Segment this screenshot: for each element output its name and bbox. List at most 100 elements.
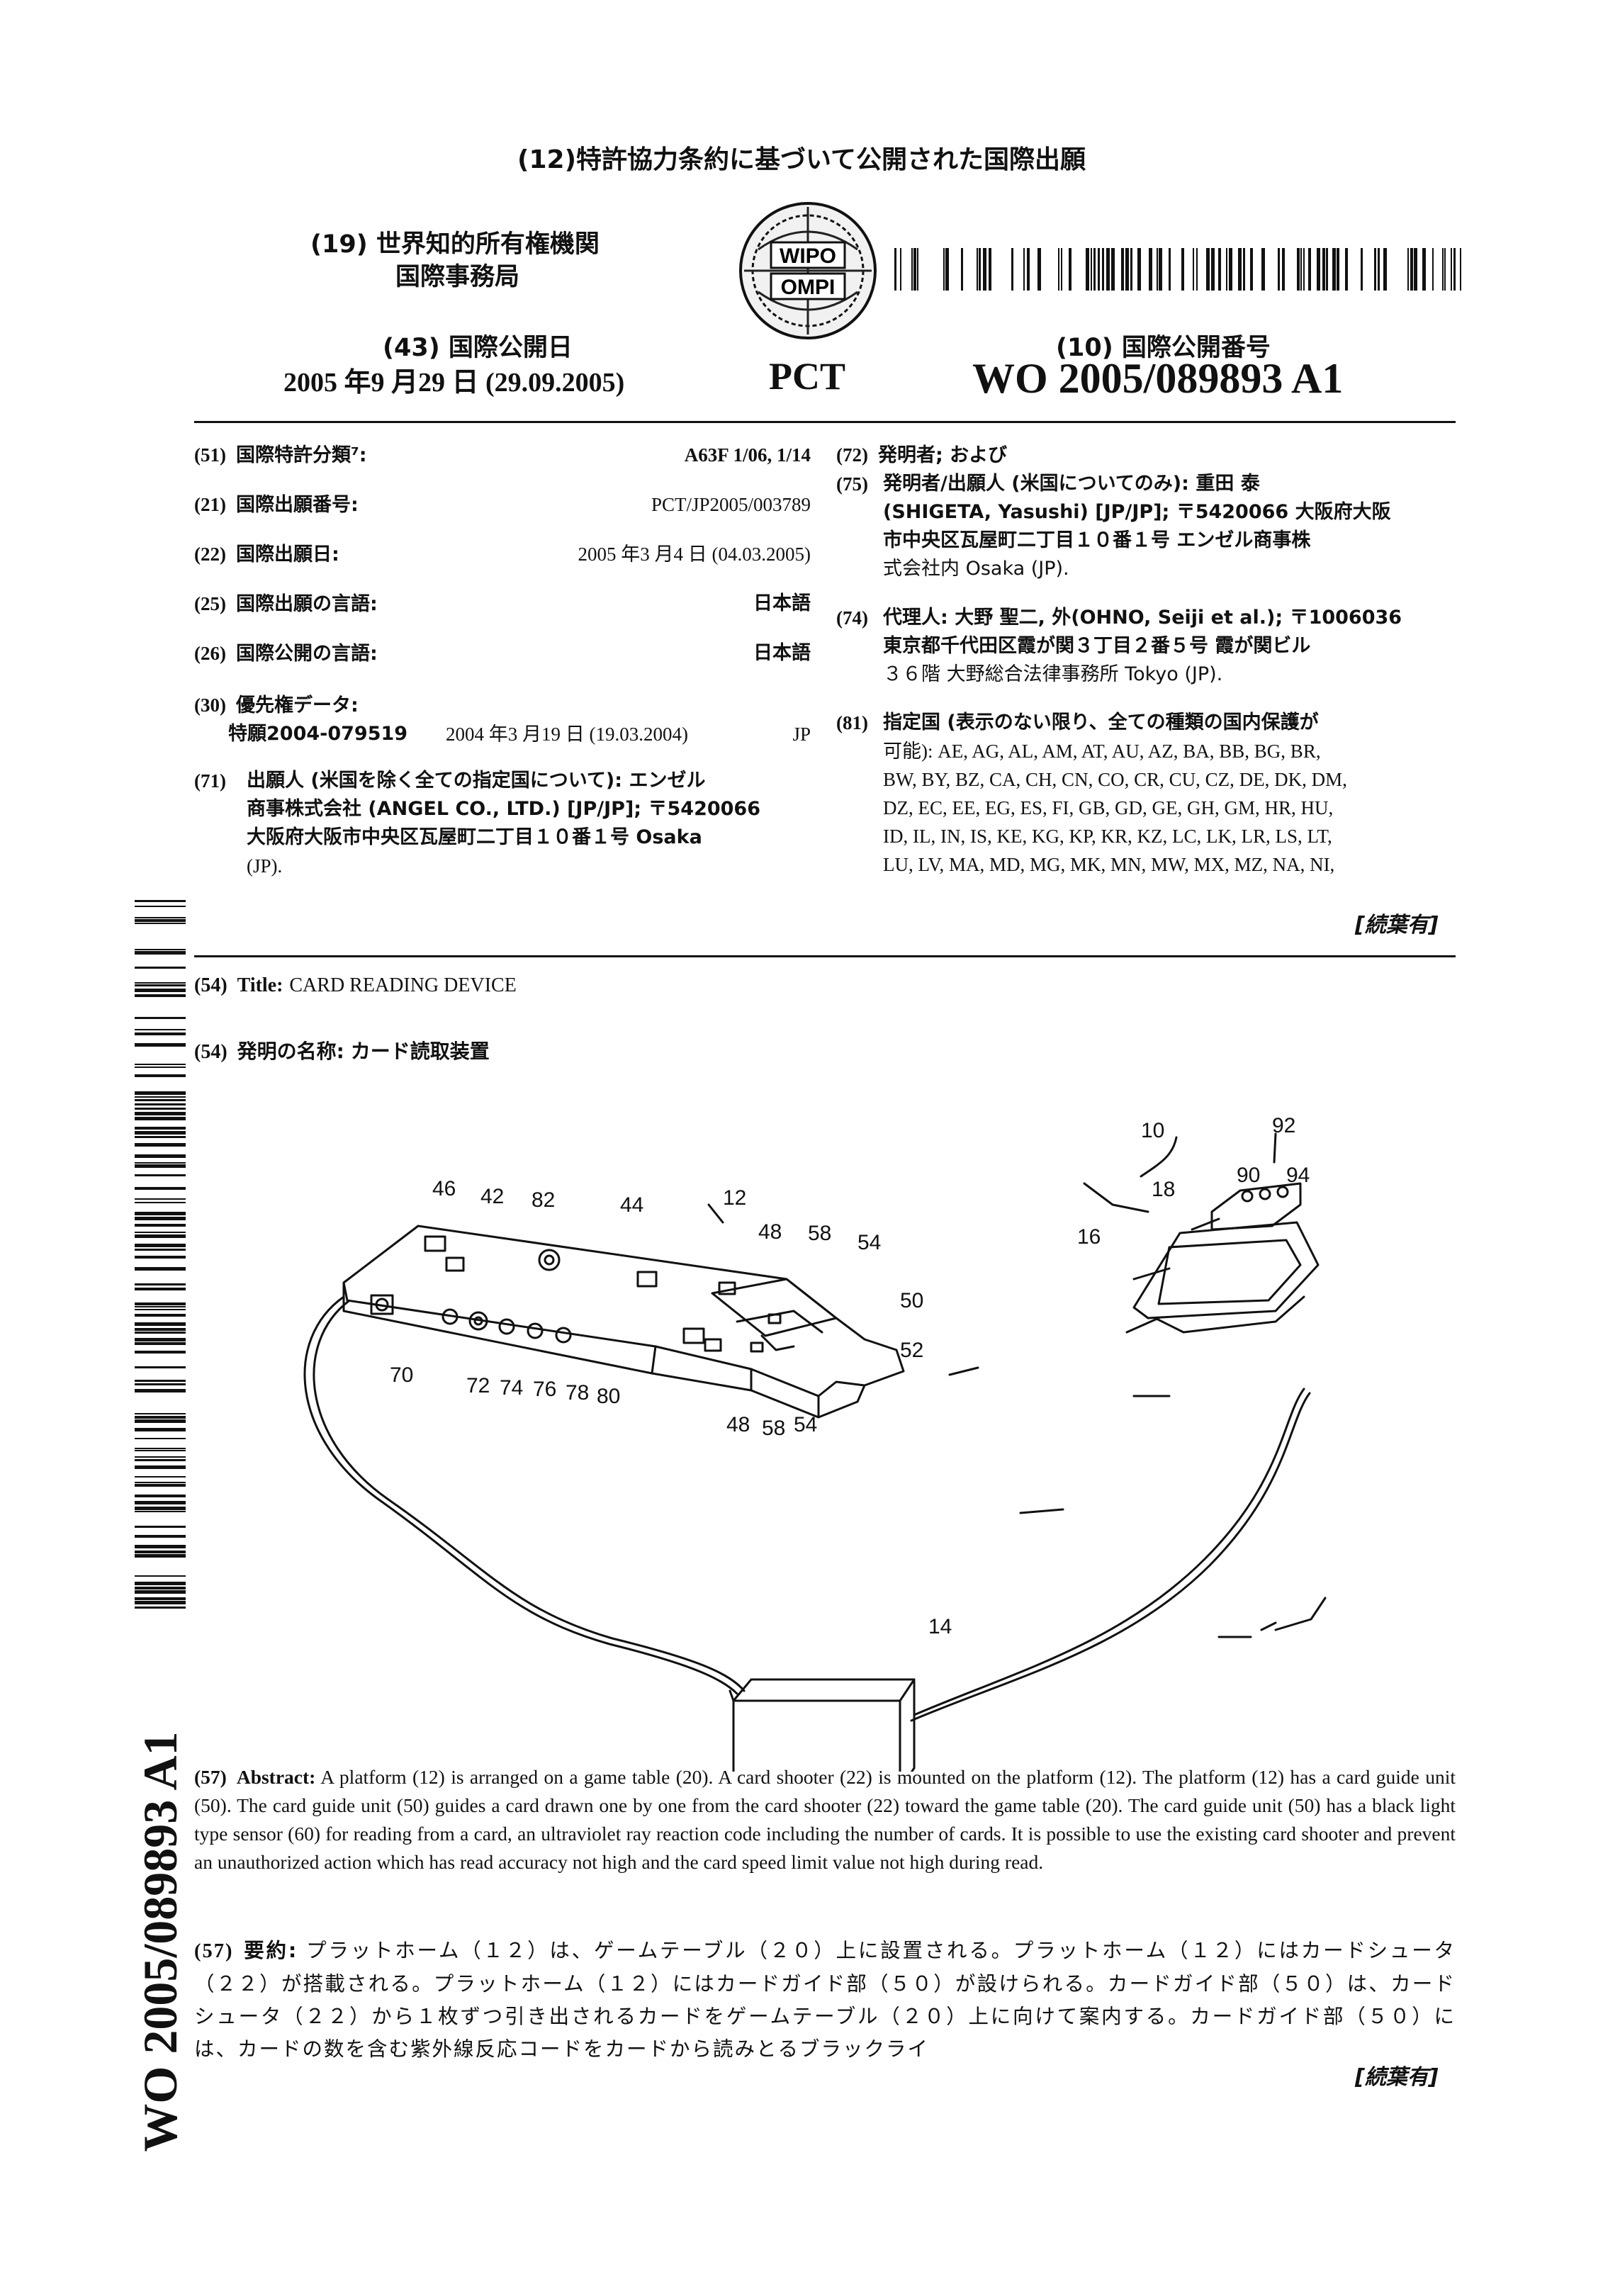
barcode-bar	[1130, 248, 1132, 291]
barcode-bar	[135, 984, 186, 986]
field-label: 国際公開の言語:	[235, 643, 378, 665]
fig-label-46: 46	[432, 1177, 456, 1200]
barcode-bar	[1098, 248, 1100, 291]
barcode-bar	[135, 1202, 186, 1203]
barcode-bar	[135, 1590, 186, 1594]
barcode-bar	[1460, 248, 1461, 291]
barcode-bar	[135, 967, 186, 969]
barcode-bar	[1322, 248, 1325, 291]
title-text: CARD READING DEVICE	[289, 974, 517, 996]
barcode-bar	[135, 1127, 186, 1130]
barcode-bar	[135, 1099, 186, 1101]
barcode-bar	[135, 1154, 186, 1158]
title-label: Title:	[237, 974, 283, 996]
fig-label-52: 52	[900, 1339, 923, 1362]
field-51: (51)国際特許分類⁷: A63F 1/06, 1/14	[194, 441, 811, 470]
barcode-bar	[1111, 248, 1115, 291]
fig-label-90: 90	[1237, 1164, 1260, 1187]
barcode-bar	[135, 1244, 186, 1247]
barcode-bar	[943, 248, 945, 291]
barcode-bar	[135, 1029, 186, 1030]
field-code: (30)	[194, 694, 226, 716]
barcode-bar	[1453, 248, 1456, 291]
barcode-bar	[1093, 248, 1096, 291]
barcode-bar	[1149, 248, 1152, 291]
barcode-bar	[135, 1438, 186, 1439]
field-26: (26)国際公開の言語: 日本語	[194, 639, 811, 668]
barcode-bar	[1422, 248, 1426, 291]
barcode-bar	[135, 1249, 186, 1251]
barcode-bar	[135, 1419, 186, 1423]
barcode-bar	[135, 919, 186, 922]
barcode-bar	[135, 1136, 186, 1138]
barcode-bar	[135, 989, 186, 992]
barcode-bar	[1157, 248, 1158, 291]
barcode-bar	[135, 1342, 186, 1345]
barcode-bar	[1106, 248, 1110, 291]
barcode-bar	[135, 1482, 186, 1483]
fig-label-18: 18	[1152, 1178, 1175, 1201]
cable-right	[913, 1388, 1305, 1716]
field-code: (72)	[836, 444, 868, 466]
barcode-bar	[1378, 248, 1380, 291]
field-code: (25)	[194, 593, 226, 614]
field-code: (54)	[194, 1041, 227, 1063]
barcode-bar	[135, 1554, 186, 1558]
pub-date-value: 2005 年9 月29 日 (29.09.2005)	[283, 368, 625, 398]
field-code: (57)	[194, 1766, 227, 1788]
barcode-bar	[1444, 248, 1446, 291]
barcode-bar	[135, 1332, 186, 1334]
barcode-bar	[1250, 248, 1253, 291]
barcode-bar	[135, 1582, 186, 1585]
fig-label-76: 76	[533, 1378, 556, 1401]
fig-label-92: 92	[1272, 1114, 1295, 1137]
barcode-bar	[135, 1383, 186, 1385]
fig-label-78: 78	[566, 1381, 589, 1405]
barcode-bar	[135, 1456, 186, 1458]
field-71-applicant: (71) 出願人 (米国を除く全ての指定国について): エンゼル 商事株式会社 …	[194, 767, 811, 880]
abstract-text: プラットホーム（１２）は、ゲームテーブル（２０）上に設置される。プラットホーム（…	[194, 1939, 1456, 2061]
field-81-designated: (81) 指定国 (表示のない限り、全ての種類の国内保護が 可能): AE, A…	[836, 709, 1460, 879]
inventor-line: 式会社内 Osaka (JP).	[883, 558, 1069, 580]
field-label: 国際出願番号:	[235, 494, 359, 516]
barcode-bar	[135, 1234, 186, 1238]
barcode-bar	[1317, 248, 1320, 291]
barcode-bar	[1451, 248, 1452, 291]
display-unit-16	[1132, 1221, 1320, 1319]
barcode-bar	[900, 248, 901, 291]
barcode-bar	[135, 1380, 186, 1382]
barcode-bar	[1297, 248, 1300, 291]
barcode-bar	[1345, 248, 1348, 291]
title-english: (54)Title: CARD READING DEVICE	[194, 971, 517, 1000]
continued-label-top: [続葉有]	[1355, 913, 1439, 938]
barcode-bar	[135, 1606, 186, 1609]
field-code: (75)	[836, 473, 868, 495]
field-code: (22)	[194, 544, 226, 565]
barcode-bar	[979, 248, 981, 291]
control-box-14	[732, 1699, 901, 1772]
barcode-bar	[1303, 248, 1305, 291]
inventor-line: 発明者/出願人 (米国についてのみ): 重田 泰	[883, 473, 1260, 495]
barcode-bar	[961, 248, 963, 291]
barcode-bar	[894, 248, 896, 291]
barcode-bar	[135, 900, 186, 902]
barcode-bar	[135, 1551, 186, 1553]
wipo-logo: WIPO OMPI	[739, 202, 877, 339]
barcode-bar	[135, 1103, 186, 1105]
fig-label-58-bottom: 58	[762, 1417, 785, 1440]
barcode-bar	[135, 1043, 186, 1047]
org-line-1: (19) 世界知的所有権機関	[310, 230, 600, 259]
title-text: カード読取装置	[350, 1040, 490, 1063]
barcode-bar	[1102, 248, 1104, 291]
barcode-bar	[135, 1198, 186, 1200]
pub-number-value: WO 2005/089893 A1	[972, 355, 1344, 402]
priority-app-number: 特願2004-079519	[228, 723, 408, 745]
barcode-bar	[1326, 248, 1328, 291]
barcode-bar	[1181, 248, 1184, 291]
barcode-bar	[135, 1535, 186, 1538]
barcode-bar	[1442, 248, 1444, 291]
barcode-bar	[1125, 248, 1129, 291]
barcode-bar	[1137, 248, 1141, 291]
barcode-bar	[135, 1597, 186, 1600]
designated-line: ID, IL, IN, IS, KE, KG, KP, KR, KZ, LC, …	[883, 826, 1332, 847]
